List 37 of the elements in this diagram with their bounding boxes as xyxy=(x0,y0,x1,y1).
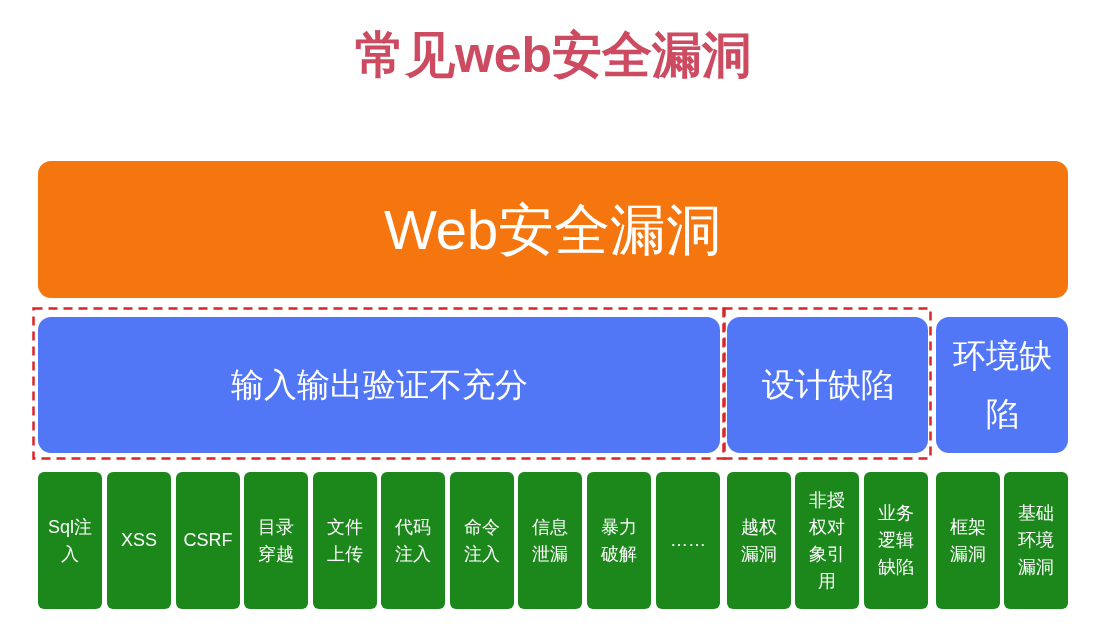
category-label: 输入输出验证不充分 xyxy=(230,365,528,405)
vulnerability-tile xyxy=(864,472,928,609)
vulnerability-label: 代码注入 xyxy=(394,515,432,566)
vulnerability-tile xyxy=(727,472,791,609)
vulnerability-tile xyxy=(1004,472,1068,609)
vulnerability-tile xyxy=(936,472,1000,609)
vulnerability-label: 文件上传 xyxy=(326,515,364,566)
vulnerability-label: …… xyxy=(670,529,706,552)
vulnerability-label: CSRF xyxy=(183,529,233,552)
vulnerability-label: 命令注入 xyxy=(463,515,501,566)
category-label: 设计缺陷 xyxy=(761,365,894,405)
root-category-band xyxy=(38,161,1068,298)
vulnerability-tile xyxy=(38,472,102,609)
vulnerability-tile xyxy=(518,472,582,609)
title: 常见web安全漏洞 xyxy=(353,26,754,85)
category-box xyxy=(936,317,1068,453)
vulnerability-label: XSS xyxy=(121,529,157,552)
vulnerability-label: 非授权对象引用 xyxy=(808,488,846,593)
vulnerability-tile xyxy=(244,472,308,609)
vulnerability-label: 基础环境漏洞 xyxy=(1017,502,1055,579)
band-label: Web安全漏洞 xyxy=(383,196,723,263)
vulnerability-tile xyxy=(176,472,240,609)
vulnerability-tile xyxy=(107,472,171,609)
vulnerability-label: 目录穿越 xyxy=(257,515,295,566)
vulnerability-label: 框架漏洞 xyxy=(949,515,987,566)
category-label: 环境缺陷 xyxy=(951,336,1053,434)
vulnerability-tile xyxy=(313,472,377,609)
vulnerability-label: 越权漏洞 xyxy=(740,515,778,566)
vulnerability-tile xyxy=(795,472,859,609)
vulnerability-tile xyxy=(450,472,514,609)
vulnerability-label: 暴力破解 xyxy=(600,515,638,566)
vulnerability-tile xyxy=(587,472,651,609)
vulnerability-label: 信息泄漏 xyxy=(531,515,569,566)
vulnerability-tile xyxy=(656,472,720,609)
vulnerability-label: Sql注入 xyxy=(47,515,93,566)
vulnerability-tile xyxy=(381,472,445,609)
vulnerability-label: 业务逻辑缺陷 xyxy=(877,502,915,579)
